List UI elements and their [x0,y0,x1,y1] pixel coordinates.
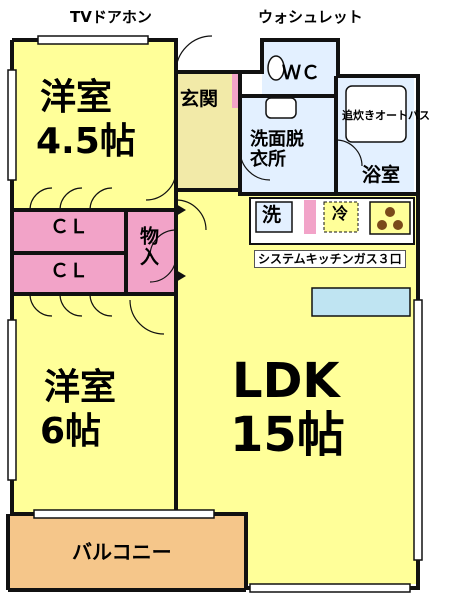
closet-door-2 [29,293,113,317]
ldk-name: LDK [232,353,340,409]
system-kitchen-label: システムキッチンガス３口 [254,250,406,268]
kitchen-sink [311,287,411,317]
door-room1 [145,169,177,201]
washer-label: 洗 [262,204,282,226]
wall-strip-pink-2 [304,200,316,234]
arrow-1 [176,204,186,216]
bathtub [345,85,407,143]
western-room-1-size: 4.5帖 [36,121,136,162]
window-right [413,299,423,561]
wall-strip-pink [232,72,240,108]
arrow-2 [176,270,186,282]
entrance-label: 玄関 [180,88,219,110]
window-left-lower [7,319,17,481]
door-storage-2 [149,255,177,283]
burner-2 [377,220,387,230]
closet-1-area [14,210,126,252]
reheat-bath-label: 追炊きオートバス [342,109,430,122]
western-room-2-size: 6帖 [40,411,102,452]
closet-1-label: ＣＬ [50,216,89,238]
window-top-left [37,35,149,45]
door-entrance [175,35,213,73]
entrance-area [176,72,238,190]
ldk-size: 15帖 [230,407,345,463]
washroom-label: 洗面脱衣所 [250,129,304,170]
window-ldk-bottom [249,583,411,593]
western-room-1-name: 洋室 [40,77,113,118]
closet-2-area [14,254,126,294]
closet-2-label: ＣＬ [50,260,89,282]
door-washroom [239,149,271,181]
door-room2 [129,299,165,335]
western-room-2-name: 洋室 [44,367,117,408]
fridge-box [323,201,359,233]
storage-area [128,210,174,294]
window-left-upper [7,69,17,181]
bathroom-label: 浴室 [362,164,401,186]
door-bath [335,139,363,167]
washer-box [255,201,293,233]
burner-3 [393,220,403,230]
washlet-label: ウォシュレット [258,8,363,26]
door-storage [149,229,177,257]
balcony-label: バルコニー [72,540,172,564]
balcony-area [8,516,244,588]
burner-1 [385,207,395,217]
door-ldk [175,199,207,231]
window-balcony [33,509,215,519]
wash-basin [265,97,297,119]
western-room-1-area [14,42,174,210]
toilet-label: ＷＣ [282,62,321,84]
toilet-bowl [267,55,285,81]
tv-intercom-label: TVドアホン [70,8,152,26]
storage-label: 物入 [137,226,159,268]
closet-door-1 [29,187,113,211]
stove-box [369,201,411,235]
fridge-label: 冷 [332,204,349,223]
